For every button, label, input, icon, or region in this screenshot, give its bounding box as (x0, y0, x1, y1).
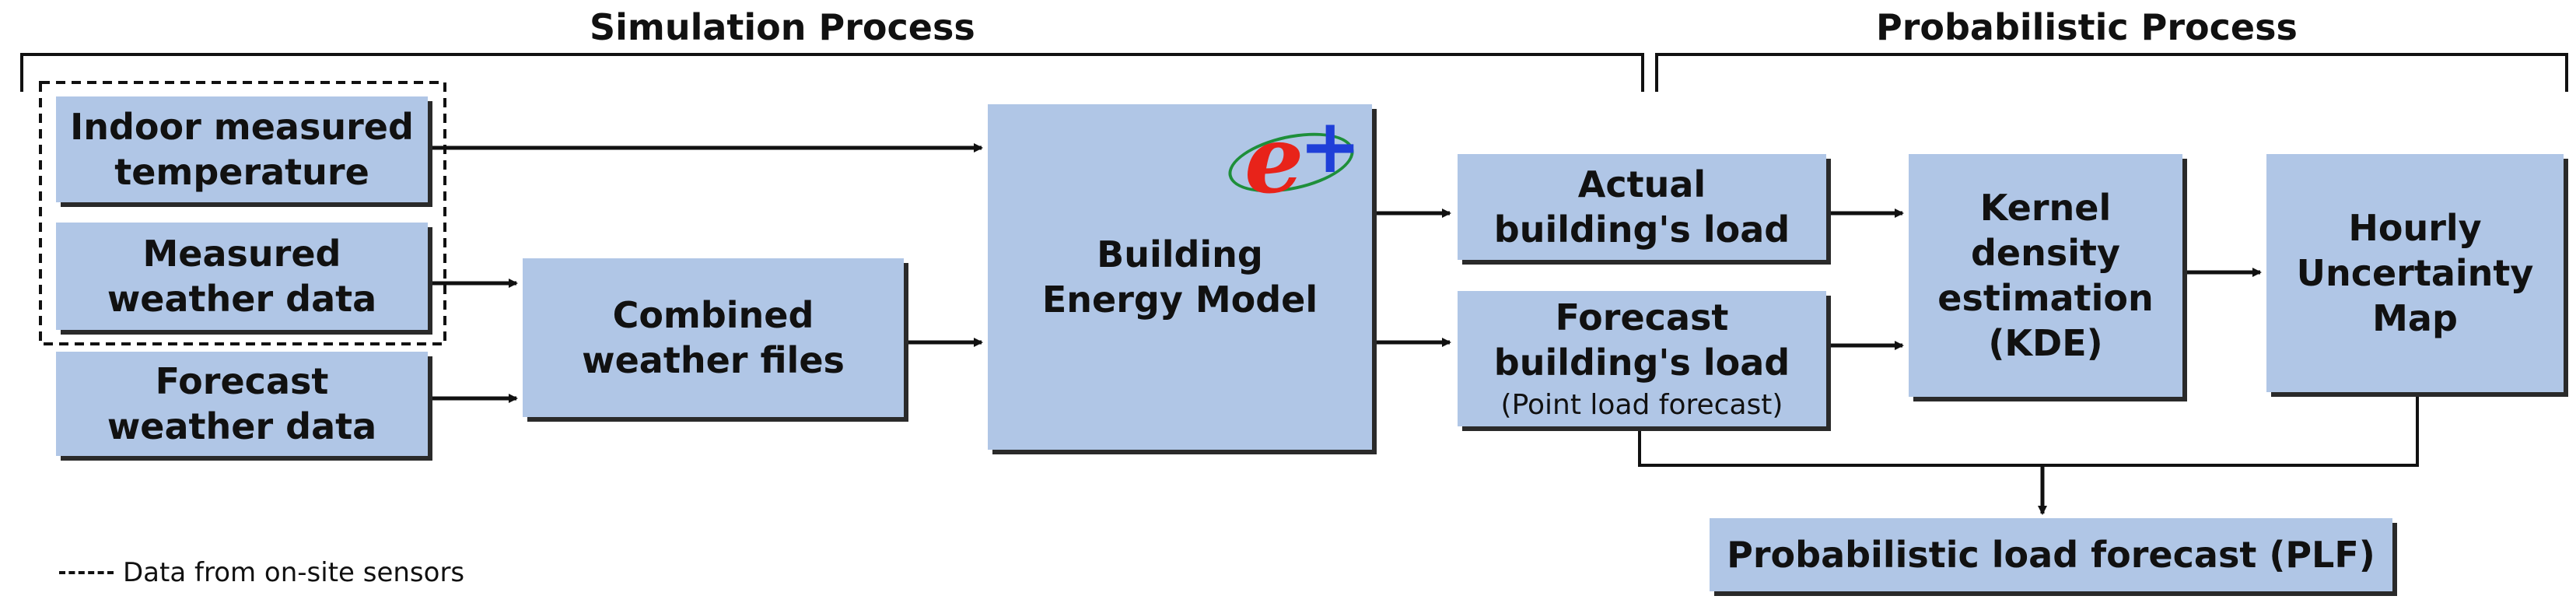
dashed-line-icon (59, 571, 114, 574)
actual-load-line-2: building's load (1493, 209, 1790, 251)
measured-weather-line-1: Measured (142, 233, 341, 275)
kde-box: Kernel density estimation (KDE) (1909, 154, 2182, 397)
probabilistic-process-heading: Probabilistic Process (1876, 6, 2298, 48)
sensor-group-outline (39, 81, 446, 345)
building-model-line-2: Energy Model (1041, 279, 1318, 321)
combined-weather-line-2: weather files (582, 339, 845, 381)
uncertainty-map-box: Hourly Uncertainty Map (2266, 154, 2564, 392)
actual-load-box: Actual building's load (1458, 154, 1826, 260)
sensor-legend: Data from on-site sensors (59, 557, 464, 588)
combined-weather-files-box: Combined weather files (523, 258, 904, 417)
sensor-legend-label: Data from on-site sensors (123, 557, 465, 588)
forecast-weather-box: Forecast weather data (56, 352, 428, 456)
plf-label: Probabilistic load forecast (PLF) (1727, 534, 2375, 576)
energyplus-logo-icon: e + (1223, 109, 1363, 207)
kde-line-1: Kernel (1979, 187, 2112, 229)
simulation-process-heading: Simulation Process (590, 6, 975, 48)
actual-load-line-1: Actual (1577, 163, 1706, 205)
forecast-load-line-2: building's load (1493, 342, 1790, 384)
forecast-load-line-1: Forecast (1555, 296, 1729, 338)
forecast-weather-line-1: Forecast (155, 360, 329, 402)
building-model-line-1: Building (1097, 233, 1263, 275)
indoor-temperature-line-2: temperature (114, 151, 369, 193)
kde-line-2: density (1971, 232, 2120, 274)
building-energy-model-box: Building Energy Model (988, 104, 1372, 450)
kde-line-4: (KDE) (1988, 322, 2103, 364)
uncertainty-map-line-1: Hourly (2348, 207, 2482, 249)
logo-plus: + (1299, 103, 1362, 190)
measured-weather-line-2: weather data (107, 278, 377, 320)
uncertainty-map-line-3: Map (2372, 297, 2458, 339)
plf-box: Probabilistic load forecast (PLF) (1710, 518, 2392, 591)
combined-weather-line-1: Combined (612, 294, 814, 336)
forecast-load-box: Forecast building's load (Point load for… (1458, 291, 1826, 426)
simulation-bracket (20, 53, 1644, 92)
indoor-temperature-box: Indoor measured temperature (56, 96, 428, 202)
uncertainty-map-line-2: Uncertainty (2296, 252, 2534, 294)
logo-letter: e (1244, 105, 1304, 215)
probabilistic-bracket (1655, 53, 2568, 92)
measured-weather-box: Measured weather data (56, 223, 428, 330)
merge-line-to-plf (1638, 394, 2419, 467)
point-load-forecast-note: (Point load forecast) (1500, 389, 1783, 421)
forecast-weather-line-2: weather data (107, 405, 377, 447)
indoor-temperature-line-1: Indoor measured (70, 106, 414, 148)
kde-line-3: estimation (1937, 277, 2154, 319)
